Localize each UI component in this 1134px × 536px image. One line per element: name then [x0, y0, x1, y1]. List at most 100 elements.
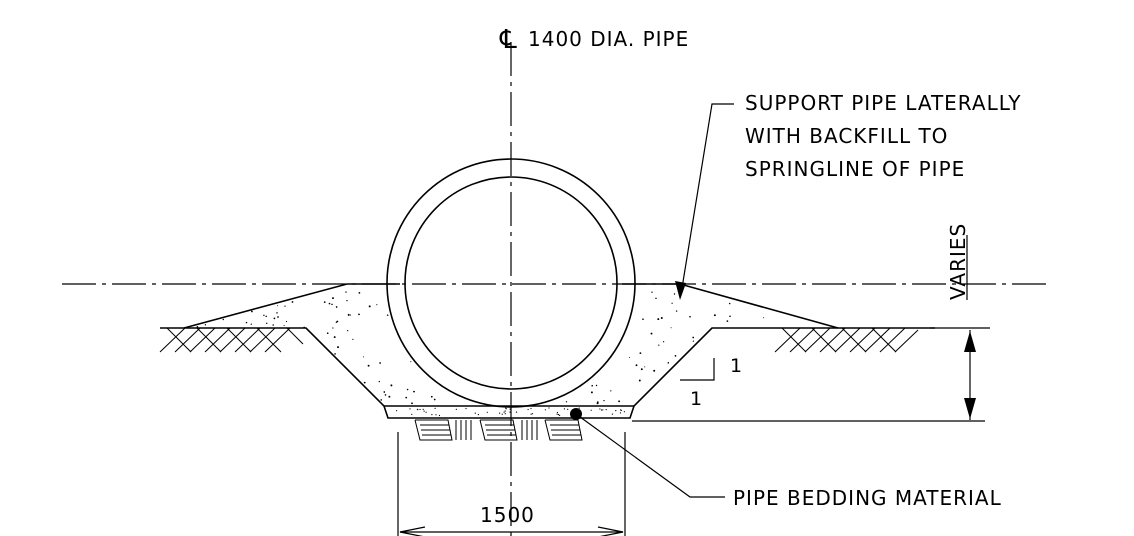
stipple-dot [346, 299, 348, 302]
stipple-dot [273, 317, 276, 320]
stipple-dot [335, 321, 338, 323]
stipple-dot [272, 324, 274, 326]
stipple-dot [430, 395, 433, 398]
stipple-dot [388, 395, 391, 398]
stipple-dot [671, 302, 673, 304]
bedding-dot [474, 412, 476, 414]
bedding-dot [605, 409, 607, 411]
stipple-dot [283, 324, 285, 327]
stipple-dot [349, 314, 351, 316]
stipple-dot [368, 305, 371, 308]
stipple-dot [326, 332, 329, 335]
bedding-dot [559, 414, 561, 416]
stipple-dot [642, 318, 644, 320]
stipple-dot [670, 327, 672, 329]
stipple-dot [660, 317, 663, 319]
varies-label: VARIES [946, 223, 970, 300]
stipple-dot [245, 321, 248, 324]
stipple-dot [335, 306, 338, 308]
bedding-dot [530, 413, 532, 415]
stipple-dot [692, 340, 695, 342]
stipple-dot [383, 391, 386, 393]
stipple-dot [265, 315, 267, 318]
bedding-dot [455, 408, 457, 410]
bedding-dot [477, 414, 479, 416]
support-leader-arrow [675, 281, 686, 300]
stipple-dot [638, 379, 641, 382]
stipple-dot [303, 326, 305, 329]
stipple-dot [406, 388, 409, 391]
stipple-dot [653, 369, 656, 372]
bedding-dot [544, 409, 547, 411]
stipple-dot [333, 336, 336, 339]
stipple-dot [628, 356, 630, 358]
bedding-dot [396, 410, 398, 412]
stipple-dot [285, 320, 288, 323]
bedding-dot [548, 407, 550, 409]
backfill-stipple [196, 291, 765, 417]
stipple-dot [277, 316, 279, 318]
stipple-dot [565, 401, 568, 403]
stipple-dot [323, 301, 326, 303]
stipple-dot [196, 325, 199, 328]
bedding-dot [620, 409, 623, 411]
stipple-dot [667, 362, 670, 364]
stipple-dot [251, 310, 253, 313]
bedding-dot [435, 414, 437, 416]
bedding-dot [434, 407, 436, 409]
backfill-right-surface [622, 283, 839, 329]
stipple-dot [674, 355, 677, 357]
slope-indicator [680, 358, 715, 381]
stipple-dot [379, 362, 381, 364]
bedding-dot [465, 407, 467, 410]
stipple-dot [655, 297, 657, 300]
stipple-dot [328, 302, 331, 305]
stipple-dot [763, 317, 765, 319]
slope-run-label: 1 [690, 388, 702, 410]
stipple-dot [384, 394, 387, 396]
stipple-dot [651, 291, 653, 293]
bedding-dot [504, 410, 506, 412]
stipple-dot [728, 302, 731, 305]
support-label-line3: SPRINGLINE OF PIPE [745, 157, 965, 181]
width-arrow-left [399, 526, 426, 536]
stipple-dot [276, 312, 278, 314]
stipple-dot [367, 364, 370, 367]
stipple-dot [378, 380, 380, 383]
depth-arrow-bottom [964, 398, 976, 419]
stipple-dot [390, 384, 393, 387]
stipple-dot [331, 303, 333, 306]
stipple-dot [618, 400, 621, 403]
bedding-dot [619, 409, 622, 411]
stipple-dot [692, 336, 695, 339]
centerline-symbol: ℄ [499, 25, 517, 55]
stipple-dot [386, 314, 389, 316]
stipple-dot [358, 313, 360, 316]
bedding-dot [422, 408, 424, 410]
stipple-dot [603, 399, 605, 402]
stipple-dot [644, 366, 646, 368]
bedding-dot [505, 408, 507, 410]
stipple-dot [250, 323, 252, 325]
bedding-dot [563, 408, 566, 410]
bedding-dot [557, 414, 560, 416]
stipple-dot [352, 338, 354, 340]
stipple-dot [591, 384, 593, 387]
bedding-dot [431, 414, 433, 416]
pipe-title: 1400 DIA. PIPE [528, 27, 689, 51]
stipple-dot [263, 314, 265, 317]
support-label-line2: WITH BACKFILL TO [745, 124, 948, 148]
bedding-dot [411, 413, 413, 415]
stipple-dot [726, 320, 729, 322]
stipple-dot [639, 352, 642, 355]
pipe-outer-wall [386, 158, 636, 408]
stipple-dot [405, 396, 408, 399]
stipple-dot [635, 364, 638, 367]
bedding-dot [503, 411, 505, 413]
bedding-dot [578, 407, 580, 409]
pipe-inner-wall [404, 176, 618, 390]
bedding-dot [486, 411, 488, 413]
stipple-dot [411, 402, 413, 405]
bedding-dot [438, 414, 441, 417]
